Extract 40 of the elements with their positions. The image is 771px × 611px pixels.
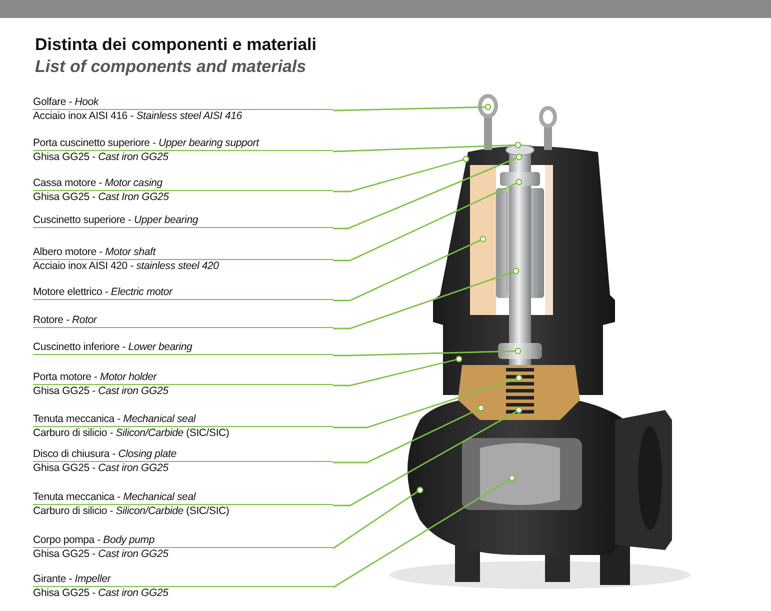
part-label: Motore elettrico - Electric motor [33, 286, 333, 300]
part-label: Corpo pompa - Body pump [33, 534, 333, 548]
leader-line [333, 374, 522, 428]
part-label: Cassa motore - Motor casing [33, 177, 333, 191]
part-label: Porta cuscinetto superiore - Upper bearing support [33, 137, 333, 151]
leader-line [333, 236, 486, 302]
part-label: Cuscinetto superiore - Upper bearing [33, 214, 333, 228]
part-label: Girante - Impeller [33, 573, 333, 587]
leader-line [333, 348, 522, 356]
leader-line [332, 486, 424, 550]
part-label: Porta motore - Motor holder [33, 371, 333, 385]
material-label: Ghisa GG25 - Cast iron GG25 [33, 587, 170, 600]
part-label: Tenuta meccanica - Mechanical seal [33, 413, 333, 427]
material-label: Carburo di silicio - Silicon/Carbide (SIC/SIC) [33, 505, 230, 518]
leader-line [333, 154, 522, 230]
title: Distinta dei componenti e materiali [35, 35, 317, 55]
leader-line [332, 142, 522, 152]
material-label: Acciaio inox AISI 420 - stainless steel 420 [33, 260, 220, 273]
leader-line [332, 104, 492, 112]
material-label: Ghisa GG25 - Cast iron GG25 [33, 548, 170, 561]
material-label: Carburo di silicio - Silicon/Carbide (SIC/SIC) [33, 427, 230, 440]
material-label: Ghisa GG25 - Cast iron GG25 [33, 385, 170, 398]
leader-line [332, 474, 516, 588]
part-label: Cuscinetto inferiore - Lower bearing [33, 341, 333, 355]
leader-line [333, 404, 484, 464]
material-label: Acciaio inox AISI 416 - Stainless steel AISI 416 [33, 110, 243, 123]
part-label: Albero motore - Motor shaft [33, 246, 333, 260]
part-label: Tenuta meccanica - Mechanical seal [33, 491, 333, 505]
leader-line [333, 268, 520, 330]
part-label: Golfare - Hook [33, 96, 333, 110]
part-label: Disco di chiusura - Closing plate [33, 448, 333, 462]
leader-line [333, 356, 462, 386]
leader-line [333, 178, 522, 262]
material-label: Ghisa GG25 - Cast iron GG25 [33, 462, 170, 475]
leader-line [333, 156, 470, 192]
material-label: Ghisa GG25 - Cast Iron GG25 [33, 191, 170, 204]
leader-line [333, 406, 522, 506]
material-label: Ghisa GG25 - Cast iron GG25 [33, 151, 170, 164]
part-label: Rotore - Rotor [33, 314, 333, 328]
subtitle: List of components and materials [35, 57, 306, 77]
